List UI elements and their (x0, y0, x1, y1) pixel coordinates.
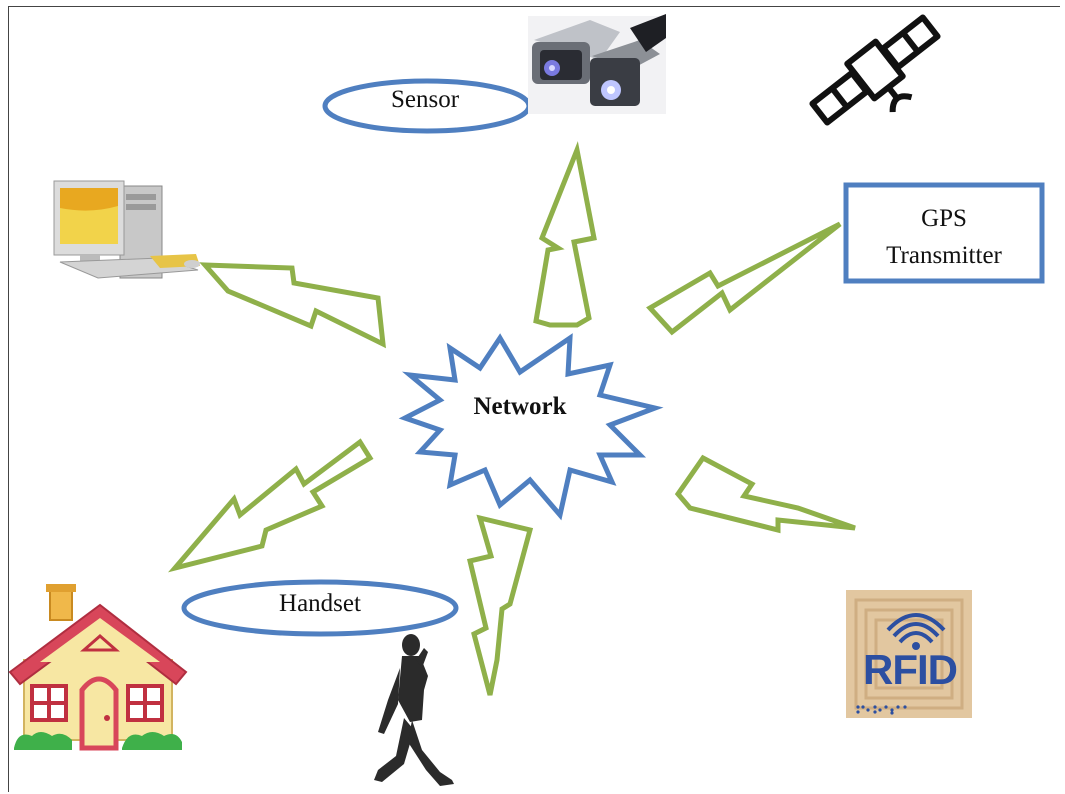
sensor-label: Sensor (390, 86, 460, 113)
gps-transmitter-label: GPS Transmitter (846, 200, 1042, 274)
house-icon (8, 584, 188, 751)
camera-sensor-icon (528, 14, 666, 114)
rfid-tag-icon (846, 590, 972, 718)
bolt-to-handset (466, 514, 534, 696)
handset-label: Handset (279, 590, 361, 617)
bolt-to-rfid (674, 454, 856, 534)
gps-label-line-1: GPS (921, 205, 967, 232)
desktop-computer-icon (53, 180, 200, 279)
bolt-to-computer (199, 262, 386, 349)
diagram-frame (8, 6, 1060, 792)
gps-label-line-2: Transmitter (886, 242, 1002, 269)
rfid-label: RFID (863, 646, 958, 693)
gps-transmitter-box (843, 182, 1045, 284)
bolt-to-sensor (533, 141, 597, 328)
handset-ellipse (181, 579, 459, 637)
network-starburst-icon (398, 333, 664, 521)
network-label: Network (473, 393, 567, 420)
satellite-icon (809, 14, 941, 126)
bolt-to-home (167, 438, 374, 573)
bolt-to-gps (646, 221, 842, 336)
walking-person-phone-icon (374, 634, 454, 786)
